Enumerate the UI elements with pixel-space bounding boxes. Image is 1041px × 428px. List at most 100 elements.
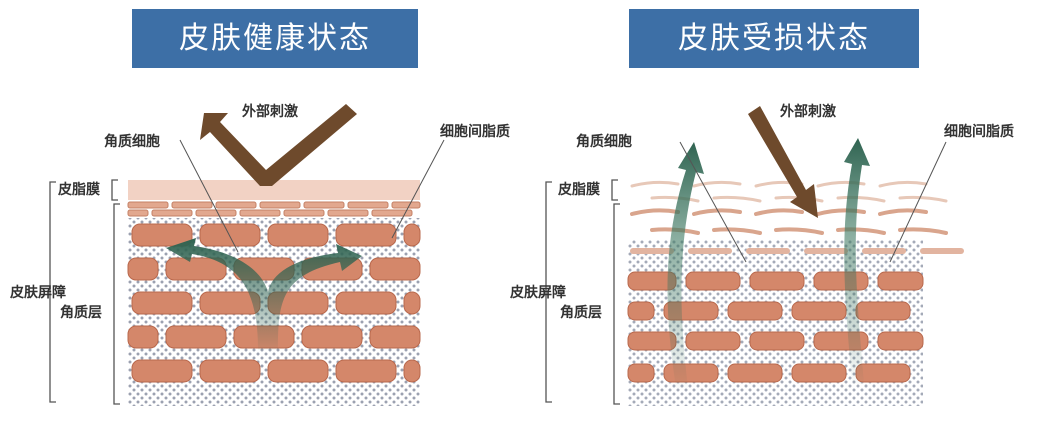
lifted-flake <box>630 180 680 188</box>
corneocyte <box>403 291 421 315</box>
corneocyte <box>335 291 397 315</box>
damaged-label-external-stimulus: 外部刺激 <box>780 104 836 120</box>
corneocyte <box>727 301 783 321</box>
healthy-title: 皮肤健康状态 <box>132 9 418 68</box>
damaged-label-corneocyte: 角质细胞 <box>576 134 632 150</box>
corneocyte <box>165 325 227 349</box>
corneocyte <box>131 291 193 315</box>
corneocyte <box>335 223 397 247</box>
healthy-label-skin-barrier: 皮肤屏障 <box>10 285 66 301</box>
corneocyte <box>663 363 719 383</box>
corneocyte-flat <box>283 209 325 217</box>
corneocyte <box>199 359 261 383</box>
lifted-flake <box>878 208 928 216</box>
damaged-bracket-barrier <box>545 181 552 403</box>
corneocyte-flat <box>239 209 281 217</box>
corneocyte <box>127 325 159 349</box>
corneocyte-flat <box>127 209 149 217</box>
corneocyte <box>131 223 193 247</box>
lifted-flake <box>898 195 948 203</box>
damaged-bracket-corneum <box>613 203 620 405</box>
healthy-stimulus-arrow <box>200 104 357 186</box>
lifted-flake <box>630 208 680 216</box>
corneocyte <box>749 271 805 291</box>
lifted-flake <box>898 227 948 235</box>
healthy-label-external-stimulus: 外部刺激 <box>242 104 298 120</box>
corneocyte <box>855 363 911 383</box>
lifted-flake <box>836 195 886 203</box>
corneocyte-thin <box>920 248 964 254</box>
damaged-lipid-leader <box>889 141 947 263</box>
healthy-bracket-barrier <box>49 181 56 403</box>
corneocyte-thin <box>630 248 674 254</box>
corneocyte-thin <box>804 248 848 254</box>
corneocyte <box>877 331 924 351</box>
lifted-flake <box>692 180 742 188</box>
healthy-sebum-film <box>128 180 420 200</box>
corneocyte <box>791 363 847 383</box>
corneocyte-flat <box>171 201 213 209</box>
damaged-corneocyte-leader <box>679 141 747 263</box>
damaged-title: 皮肤受损状态 <box>629 9 919 68</box>
lifted-flake <box>650 195 700 203</box>
corneocyte <box>403 223 421 247</box>
lifted-flake <box>754 208 804 216</box>
lifted-flake <box>712 195 762 203</box>
corneocyte-flat <box>127 201 169 209</box>
corneocyte <box>267 359 329 383</box>
healthy-label-stratum-corneum: 角质层 <box>60 305 102 321</box>
damaged-label-skin-barrier: 皮肤屏障 <box>510 285 566 301</box>
corneocyte-flat <box>151 209 193 217</box>
healthy-label-sebum-film: 皮脂膜 <box>58 182 100 198</box>
corneocyte-flat <box>303 201 345 209</box>
corneocyte-flat <box>215 201 257 209</box>
corneocyte <box>369 325 421 349</box>
corneocyte <box>627 331 677 351</box>
damaged-label-intercellular-lipid: 细胞间脂质 <box>944 124 1014 140</box>
corneocyte <box>131 359 193 383</box>
corneocyte <box>301 325 363 349</box>
corneocyte-flat <box>259 201 301 209</box>
corneocyte <box>749 331 805 351</box>
corneocyte <box>727 363 783 383</box>
corneocyte-thin <box>746 248 790 254</box>
lifted-flake <box>712 227 762 235</box>
corneocyte-flat <box>391 201 421 209</box>
corneocyte <box>877 271 924 291</box>
damaged-stimulus-arrow <box>748 106 818 218</box>
corneocyte <box>791 301 847 321</box>
corneocyte <box>627 363 655 383</box>
corneocyte-flat <box>195 209 237 217</box>
corneocyte <box>199 223 261 247</box>
corneocyte <box>813 271 869 291</box>
lifted-flake <box>836 227 886 235</box>
corneocyte <box>267 223 329 247</box>
lifted-flake <box>692 208 742 216</box>
corneocyte <box>685 331 741 351</box>
lifted-flake <box>878 180 928 188</box>
corneocyte-flat <box>347 201 389 209</box>
healthy-bracket-corneum <box>113 203 120 405</box>
damaged-label-sebum-film: 皮脂膜 <box>558 182 600 198</box>
corneocyte <box>685 271 741 291</box>
corneocyte <box>165 257 227 281</box>
corneocyte <box>127 257 159 281</box>
healthy-moisture-arrows <box>166 238 362 350</box>
lifted-flake <box>816 180 866 188</box>
corneocyte-thin <box>862 248 906 254</box>
corneocyte <box>369 257 421 281</box>
damaged-bracket-sebum <box>611 179 618 201</box>
lifted-flake <box>816 208 866 216</box>
corneocyte-thin <box>688 248 732 254</box>
damaged-moisture-arrows <box>667 138 870 388</box>
corneocyte <box>403 359 421 383</box>
corneocyte-flat <box>327 209 369 217</box>
healthy-label-corneocyte: 角质细胞 <box>104 134 160 150</box>
healthy-label-intercellular-lipid: 细胞间脂质 <box>440 124 510 140</box>
healthy-corneocyte-leader <box>179 139 239 253</box>
damaged-label-stratum-corneum: 角质层 <box>560 305 602 321</box>
corneocyte <box>855 301 911 321</box>
corneocyte <box>627 301 655 321</box>
corneocyte <box>335 359 397 383</box>
